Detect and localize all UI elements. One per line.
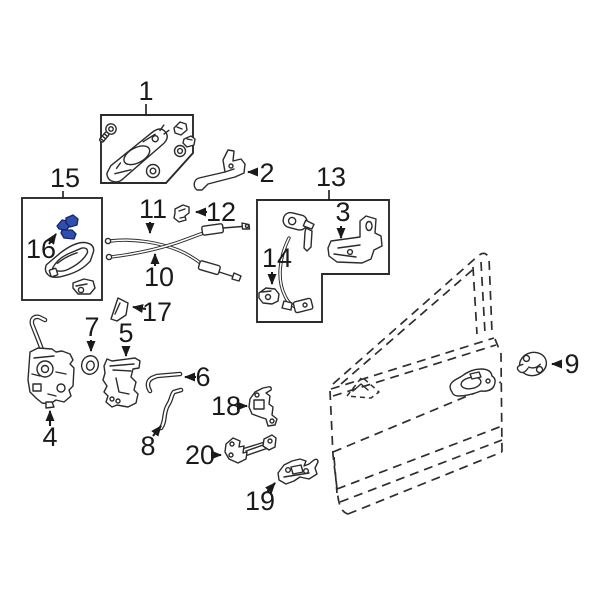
callout-label-9: 9 bbox=[564, 349, 579, 379]
part-2-bracket bbox=[193, 149, 246, 191]
part-15-inner-handle bbox=[44, 241, 96, 295]
callout-label-10: 10 bbox=[144, 262, 174, 292]
callout-13: 13 bbox=[316, 162, 346, 200]
part-group-box-13 bbox=[256, 199, 390, 323]
callout-label-5: 5 bbox=[118, 318, 133, 348]
part-6-rod bbox=[145, 371, 183, 394]
callout-label-20: 20 bbox=[185, 440, 215, 470]
callout-label-15: 15 bbox=[50, 163, 80, 193]
part-4-latch-assembly bbox=[27, 314, 75, 409]
callout-14: 14 bbox=[262, 243, 292, 285]
callout-label-7: 7 bbox=[84, 312, 99, 342]
callout-label-11: 11 bbox=[139, 194, 167, 224]
part-11-cable bbox=[104, 237, 242, 282]
part-1-outer-handle-base bbox=[98, 121, 196, 183]
part-3-bracket bbox=[327, 215, 383, 264]
callout-15: 15 bbox=[50, 163, 80, 198]
callout-7: 7 bbox=[84, 312, 100, 352]
callout-label-2: 2 bbox=[259, 158, 274, 188]
callout-6: 6 bbox=[184, 362, 211, 392]
callout-4: 4 bbox=[42, 410, 58, 452]
callout-label-3: 3 bbox=[335, 197, 350, 227]
part-17-seal bbox=[110, 297, 129, 322]
callout-5: 5 bbox=[118, 318, 134, 357]
part-14-clip bbox=[258, 287, 280, 305]
callout-label-13: 13 bbox=[316, 162, 346, 192]
callout-label-12: 12 bbox=[206, 197, 236, 227]
part-5-protector bbox=[102, 357, 141, 408]
callout-label-18: 18 bbox=[211, 391, 241, 421]
callout-12: 12 bbox=[195, 197, 236, 227]
part-13-lock-cylinder-set bbox=[278, 211, 315, 314]
bolt-drawing bbox=[98, 123, 117, 143]
part-19-lower-hinge bbox=[277, 458, 319, 485]
callouts-layer: 1 2 3 4 5 6 7 8 bbox=[26, 76, 580, 516]
callout-label-4: 4 bbox=[42, 422, 57, 452]
callout-label-17: 17 bbox=[142, 297, 172, 327]
callout-9: 9 bbox=[551, 349, 580, 379]
mirror-mount-outline bbox=[346, 376, 380, 399]
part-18-upper-hinge bbox=[248, 386, 278, 427]
part-20-door-check bbox=[224, 434, 277, 464]
callout-19: 19 bbox=[245, 482, 276, 516]
callout-1: 1 bbox=[138, 76, 154, 115]
part-10-cable bbox=[105, 222, 251, 261]
part-8-rod bbox=[158, 387, 184, 431]
callout-label-6: 6 bbox=[195, 362, 210, 392]
callout-16: 16 bbox=[26, 233, 57, 264]
callout-3: 3 bbox=[335, 197, 351, 239]
callout-label-16: 16 bbox=[26, 234, 56, 264]
part-9-striker bbox=[516, 351, 548, 377]
callout-18: 18 bbox=[211, 391, 248, 421]
callout-10: 10 bbox=[144, 253, 174, 292]
callout-17: 17 bbox=[132, 297, 172, 327]
callout-20: 20 bbox=[185, 440, 222, 470]
callout-label-19: 19 bbox=[245, 486, 275, 516]
part-7-grommet bbox=[80, 355, 100, 375]
door-outline bbox=[329, 252, 503, 515]
callout-label-8: 8 bbox=[140, 431, 155, 461]
callout-label-1: 1 bbox=[138, 76, 153, 106]
callout-11: 11 bbox=[139, 194, 167, 234]
part-12-clip bbox=[173, 204, 190, 223]
part-16-highlighted bbox=[56, 214, 79, 240]
callout-label-14: 14 bbox=[262, 243, 292, 273]
door-handle-outline bbox=[449, 368, 496, 397]
callout-8: 8 bbox=[140, 425, 162, 461]
callout-2: 2 bbox=[247, 158, 275, 188]
